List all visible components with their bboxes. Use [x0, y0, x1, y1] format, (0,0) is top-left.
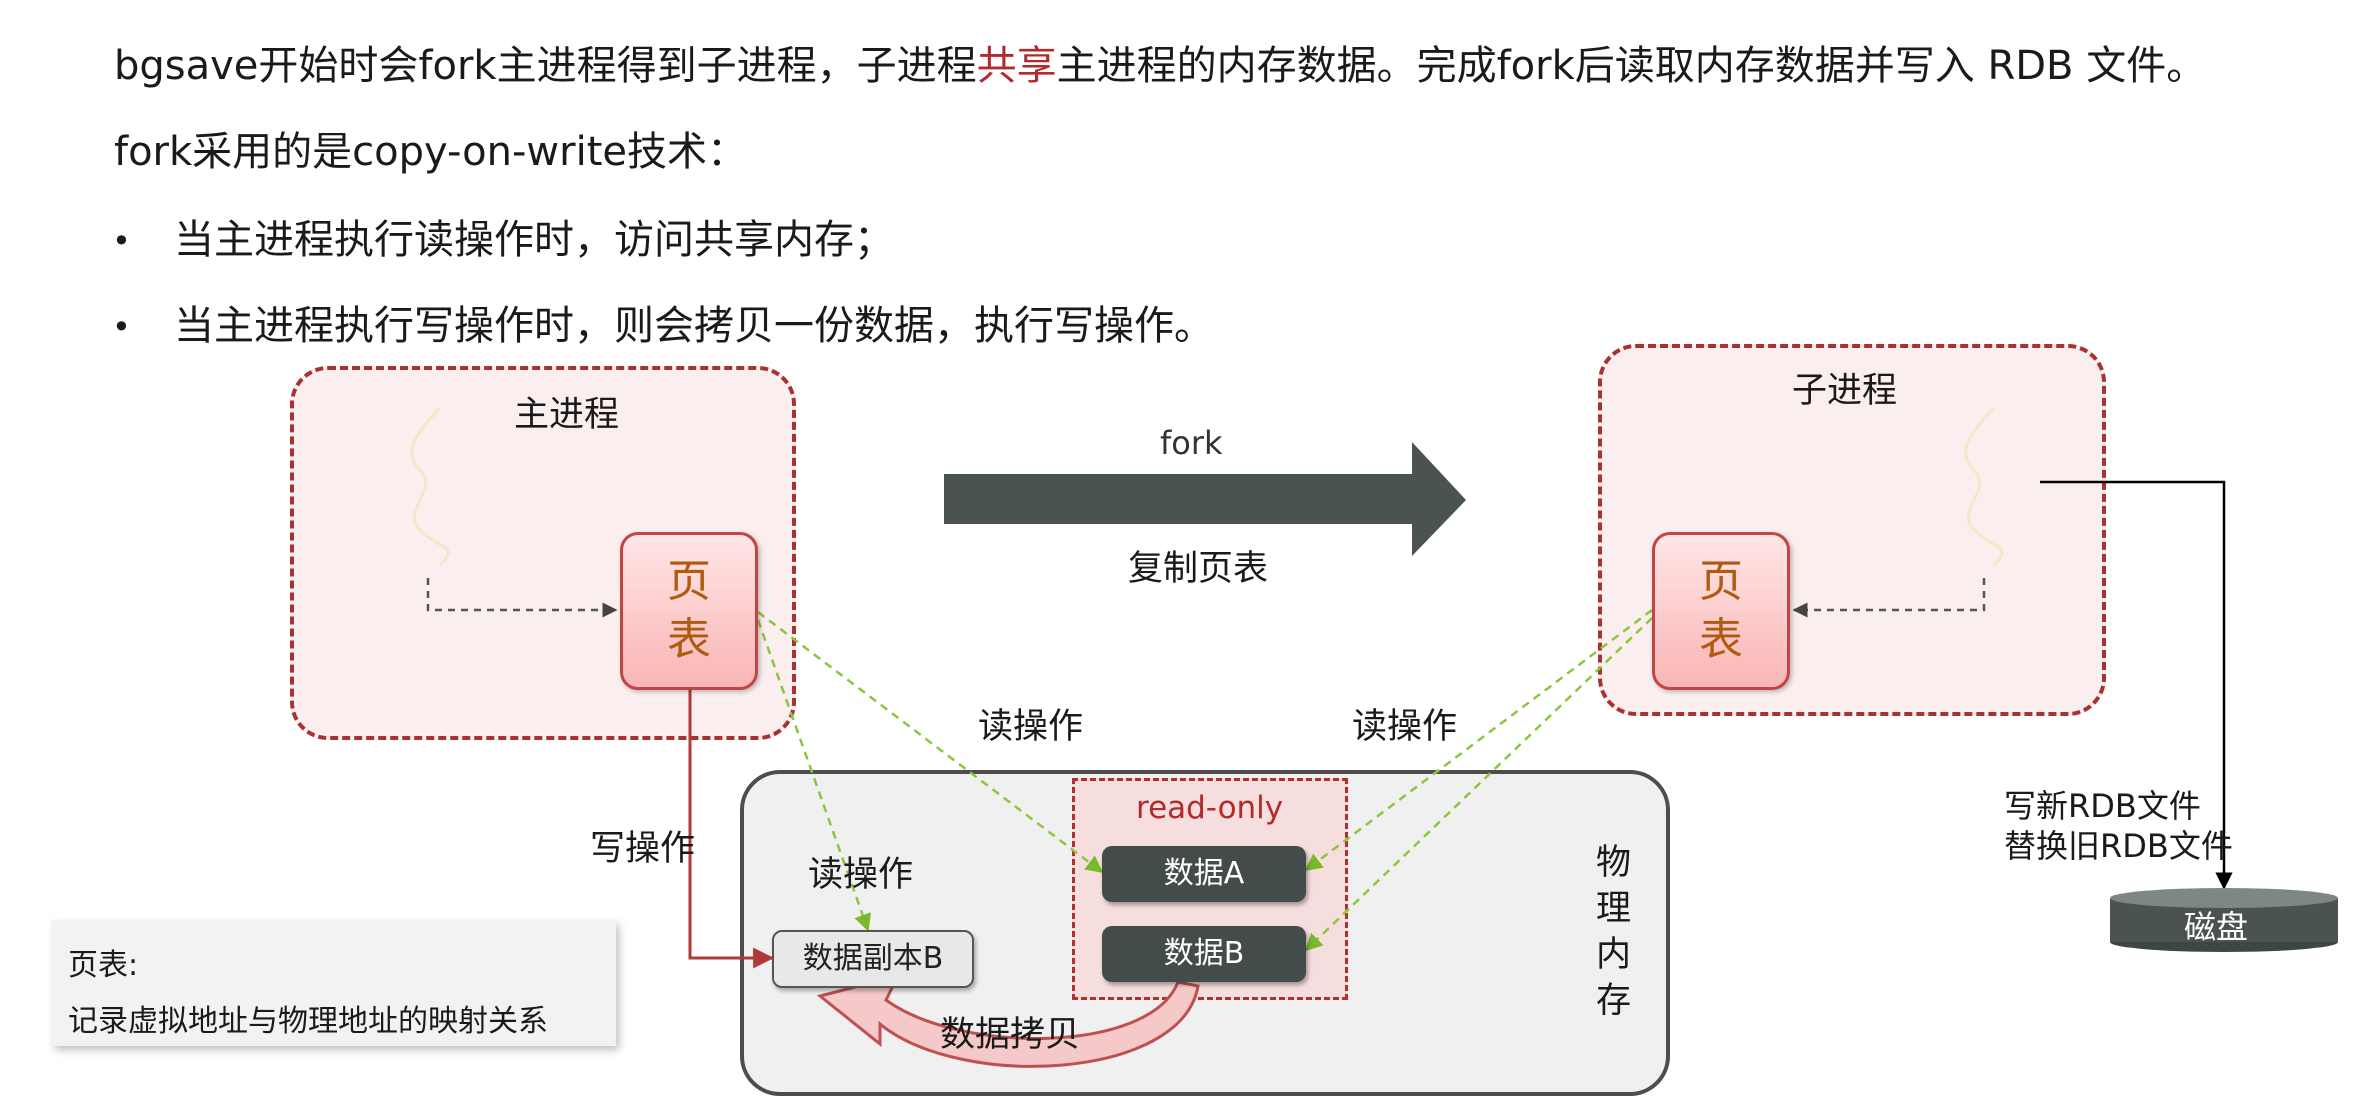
child-read-data-a: [1304, 609, 1653, 872]
data-copy-label: 数据拷贝: [940, 1015, 1081, 1055]
read-op-label-main: 读操作: [978, 707, 1084, 747]
child-page-table: 页 表: [1652, 532, 1790, 690]
intro-line: bgsave开始时会fork主进程得到子进程，子进程共享主进程的内存数据。完成f…: [114, 40, 2206, 92]
write-new-rdb-label: 写新RDB文件: [2004, 787, 2201, 825]
read-op-label-copy: 读操作: [808, 855, 914, 895]
cow-line: fork采用的是copy-on-write技术：: [114, 129, 747, 175]
disk-top: [2110, 888, 2338, 908]
bullet-write: 当主进程执行写操作时，则会拷贝一份数据，执行写操作。: [174, 303, 1214, 349]
data-a-block: 数据A: [1102, 846, 1306, 902]
intro-line-part2: 主进程的内存数据。完成fork后读取内存数据并写入 RDB 文件。: [1056, 43, 2207, 89]
main-read-data-a: [757, 611, 1104, 874]
physical-memory-label: 物 理 内 存: [1596, 843, 1632, 1021]
write-op-label: 写操作: [590, 829, 696, 869]
child-to-disk-arrow: [2040, 480, 2233, 890]
legend-description: 记录虚拟地址与物理地址的映射关系: [68, 1004, 548, 1039]
read-only-label: read-only: [1136, 790, 1284, 826]
bullet-symbol-2: •: [112, 308, 131, 346]
copy-page-table-label: 复制页表: [1128, 549, 1269, 589]
child-process-label: 子进程: [1792, 371, 1898, 411]
fork-arrow: [944, 442, 1466, 556]
legend-title: 页表:: [68, 948, 139, 983]
main-to-pagetable-link: [426, 578, 618, 618]
main-process-squiggle: [410, 406, 450, 567]
data-copy-b-block: 数据副本B: [772, 930, 974, 988]
child-process-squiggle: [1964, 406, 2004, 567]
read-op-label-child: 读操作: [1352, 707, 1458, 747]
data-b-block: 数据B: [1102, 926, 1306, 982]
child-read-data-b: [1304, 617, 1653, 952]
page-table-legend: 页表: 记录虚拟地址与物理地址的映射关系: [52, 920, 616, 1046]
disk-label: 磁盘: [2184, 908, 2249, 946]
data-copy-arrow: [816, 973, 1200, 1068]
intro-line-highlight: 共享: [976, 43, 1057, 89]
main-page-table: 页 表: [620, 532, 758, 690]
bullet-symbol-1: •: [112, 222, 131, 260]
bullet-read: 当主进程执行读操作时，访问共享内存；: [174, 217, 894, 263]
main-process-label: 主进程: [514, 395, 620, 435]
intro-line-part1: bgsave开始时会fork主进程得到子进程，子进程: [114, 43, 977, 89]
fork-label: fork: [1160, 424, 1223, 462]
write-arrow: [688, 690, 775, 969]
child-to-pagetable-link: [1792, 578, 1986, 618]
replace-old-rdb-label: 替换旧RDB文件: [2004, 827, 2233, 865]
